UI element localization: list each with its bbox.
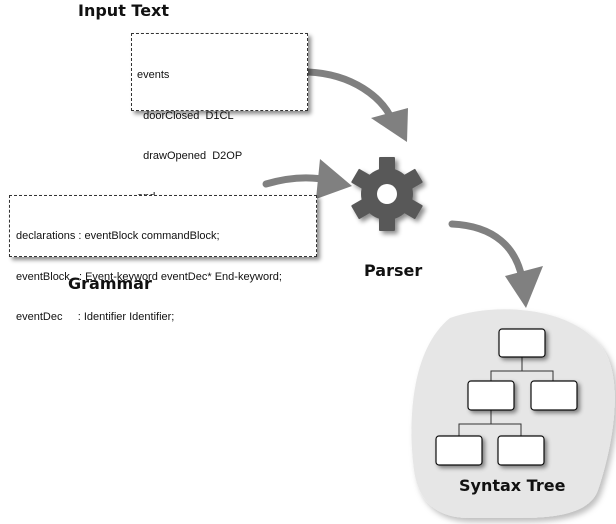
parser-label: Parser <box>364 261 422 280</box>
input-text-line: drawOpened D2OP <box>137 150 243 162</box>
tree-node-left-right <box>497 435 545 466</box>
tree-node-root <box>498 328 546 358</box>
tree-node-right <box>530 380 578 411</box>
arrow-input-to-parser <box>304 68 408 142</box>
tree-node-left-left <box>435 435 483 466</box>
tree-nodes <box>435 328 578 466</box>
input-text-box: events doorClosed D1CL drawOpened D2OP e… <box>131 33 308 203</box>
input-text-line: events <box>137 69 170 81</box>
syntax-tree-label: Syntax Tree <box>459 476 566 495</box>
syntax-tree-region <box>411 309 615 518</box>
input-text-label: Input Text <box>78 1 169 20</box>
grammar-line: declarations : eventBlock commandBlock; <box>16 230 220 242</box>
gear-icon <box>351 157 423 231</box>
arrow-grammar-to-parser <box>262 159 352 199</box>
grammar-line: eventBlock : Event-keyword eventDec* End… <box>16 270 282 283</box>
grammar-box: declarations : eventBlock commandBlock; … <box>9 195 317 323</box>
tree-connectors <box>458 357 554 436</box>
tree-node-left <box>467 380 515 411</box>
grammar-line: eventDec : Identifier Identifier; <box>16 311 175 323</box>
grammar-label: Grammar <box>68 274 152 293</box>
arrow-parser-to-tree <box>448 220 543 308</box>
input-text-line: doorClosed D1CL <box>137 109 234 122</box>
